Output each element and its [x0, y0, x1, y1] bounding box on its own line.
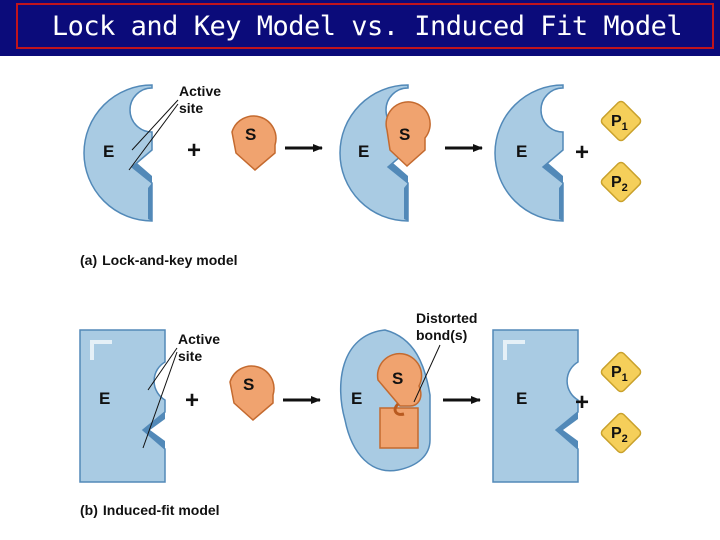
enzyme-label: E — [516, 389, 527, 408]
distorted-bond-label: bond(s) — [416, 327, 467, 343]
substrate-label: S — [392, 369, 403, 388]
enzyme-label: E — [99, 389, 110, 408]
plus-sign: + — [185, 387, 199, 414]
active-site-label: Active — [179, 83, 221, 99]
title-bar: Lock and Key Model vs. Induced Fit Model — [0, 0, 720, 56]
product-1-label: P1 — [611, 113, 628, 133]
plus-sign: + — [187, 137, 201, 164]
enzyme-substrate-complex — [339, 329, 431, 472]
panel-caption: (b)Induced-fit model — [80, 502, 220, 518]
product-2-label: P2 — [611, 174, 628, 194]
plus-sign: + — [575, 389, 589, 416]
enzyme-shape — [492, 329, 579, 483]
active-site-label: site — [179, 100, 203, 116]
enzyme-label: E — [516, 142, 527, 161]
enzyme-substrate-complex — [339, 84, 431, 222]
panel-induced-fit: E Active site + S E S Distorted bond(s) — [79, 310, 642, 518]
product-2-label: P2 — [611, 425, 628, 445]
panel-lock-and-key: E Active site + S E S E + — [80, 83, 642, 268]
slide-title: Lock and Key Model vs. Induced Fit Model — [51, 11, 683, 42]
enzyme-shape — [83, 84, 153, 222]
substrate-shape — [229, 365, 275, 421]
pointer-line — [413, 344, 441, 403]
pointer-line — [128, 103, 179, 171]
enzyme-shape — [494, 84, 564, 222]
enzyme-label: E — [103, 142, 114, 161]
product-2-shape — [600, 412, 642, 454]
enzyme-label: E — [351, 389, 362, 408]
pointer-line — [131, 99, 179, 151]
active-site-label: site — [178, 348, 202, 364]
substrate-label: S — [399, 125, 410, 144]
enzyme-label: E — [358, 142, 369, 161]
panel-caption: (a)Lock-and-key model — [80, 252, 238, 268]
product-1-shape — [600, 351, 642, 393]
distorted-bond-label: Distorted — [416, 310, 477, 326]
product-1-label: P1 — [611, 364, 628, 384]
product-2-shape — [600, 161, 642, 203]
active-site-label: Active — [178, 331, 220, 347]
substrate-shape — [231, 115, 277, 171]
plus-sign: + — [575, 139, 589, 166]
product-1-shape — [600, 100, 642, 142]
pointer-line — [147, 347, 178, 391]
substrate-label: S — [243, 375, 254, 394]
substrate-label: S — [245, 125, 256, 144]
title-frame: Lock and Key Model vs. Induced Fit Model — [16, 3, 714, 49]
pointer-line — [142, 351, 178, 449]
enzyme-shape — [79, 329, 166, 483]
